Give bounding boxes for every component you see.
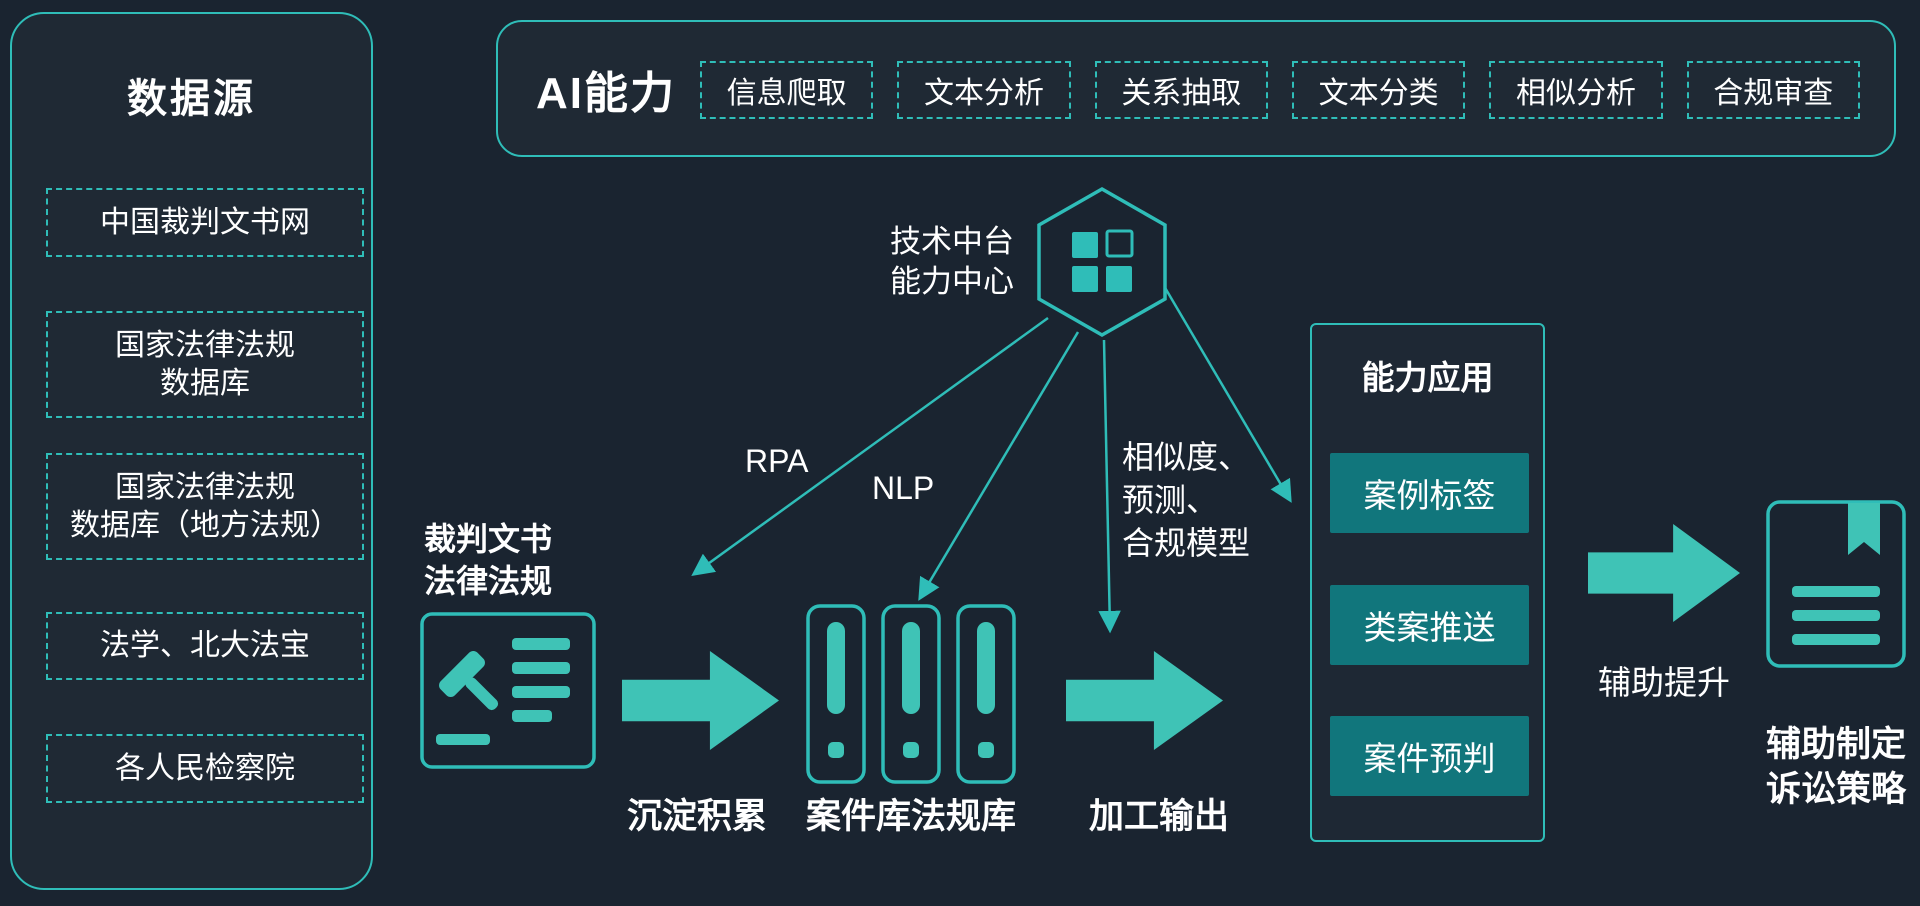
ai-capability-item: 信息爬取 — [700, 61, 874, 119]
ai-capabilities-title: AI能力 — [536, 68, 676, 118]
step1-label: 沉淀积累 — [626, 797, 767, 836]
capability-app-panel: 能力应用 案例标签 类案推送 案件预判 — [1310, 323, 1545, 842]
bookmark-report-icon — [1766, 500, 1906, 668]
hexagon-grid-icon — [1037, 186, 1167, 338]
edge-model-label: 相似度、 预测、 合规模型 — [1122, 439, 1251, 561]
data-sources-title: 数据源 — [127, 77, 256, 121]
edge-nlp-label: NLP — [872, 470, 935, 506]
ai-capability-item: 文本分类 — [1291, 61, 1466, 119]
ai-capabilities-panel: AI能力 信息爬取 文本分析 关系抽取 文本分类 相似分析 合规审查 — [496, 20, 1896, 157]
data-source-item: 国家法律法规 数据库（地方法规） — [46, 453, 364, 560]
edge-model-line — [1098, 339, 1121, 634]
data-source-item: 中国裁判文书网 — [46, 188, 364, 257]
platform-label: 技术中台 能力中心 — [890, 224, 1014, 299]
edge-nlp-line — [918, 331, 1080, 601]
data-source-item: 各人民检察院 — [46, 734, 364, 803]
step2-label: 案件库法规库 — [805, 797, 1016, 836]
ai-capability-item: 关系抽取 — [1094, 61, 1268, 119]
data-sources-panel: 数据源 中国裁判文书网 国家法律法规 数据库 国家法律法规 数据库（地方法规） … — [10, 12, 373, 890]
step3-label: 加工输出 — [1088, 797, 1229, 836]
case-archive-icon — [806, 604, 1016, 784]
bookmark-glyph — [1848, 503, 1880, 555]
ai-capability-item: 相似分析 — [1489, 61, 1663, 119]
edge-rpa-label: RPA — [745, 443, 809, 479]
capability-app-item: 类案推送 — [1330, 585, 1529, 665]
source-label: 裁判文书 法律法规 — [424, 521, 553, 599]
ai-capability-item: 文本分析 — [897, 61, 1071, 119]
ai-capabilities-list: 信息爬取 文本分析 关系抽取 文本分类 相似分析 合规审查 — [700, 61, 1860, 119]
capability-app-item: 案件预判 — [1330, 716, 1529, 796]
gavel-glyph — [436, 651, 499, 745]
gavel-document-icon — [420, 612, 596, 769]
step4-label: 辅助提升 — [1598, 664, 1730, 701]
result-label: 辅助制定 诉讼策略 — [1766, 725, 1907, 809]
data-source-item: 国家法律法规 数据库 — [46, 311, 364, 418]
flow-arrow-2 — [1066, 651, 1223, 750]
ai-capability-item: 合规审查 — [1686, 61, 1860, 119]
flow-arrow-3 — [1588, 524, 1740, 622]
flow-arrow-1 — [622, 651, 779, 750]
data-source-item: 法学、北大法宝 — [46, 612, 364, 680]
capability-app-item: 案例标签 — [1330, 453, 1529, 533]
capability-app-title: 能力应用 — [1361, 359, 1494, 396]
